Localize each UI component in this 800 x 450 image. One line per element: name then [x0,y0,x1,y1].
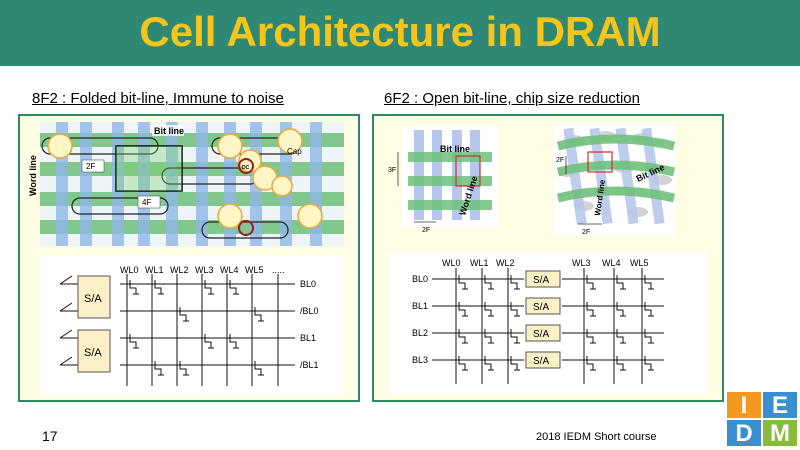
bitline-labels-8f2: BL0 /BL0 BL1 /BL1 [300,279,319,370]
dc-contacts-8f2 [238,158,254,236]
page-number: 17 [42,428,58,444]
logo-letter-d: D [727,420,761,447]
unit-cell-fill-8f2 [116,146,182,191]
wl-label: WL2 [496,258,515,268]
wl-label: WL1 [470,258,489,268]
bl-label: BL1 [412,301,428,311]
panel-8f2: Bit line Word line 2F 4F DC Cap [18,114,360,402]
unit-cell-box-8f2 [115,145,183,192]
cap-label: Cap [287,147,302,156]
slide-title: Cell Architecture in DRAM [139,8,661,55]
wl-label: WL5 [245,265,264,275]
dim-2f-label: 2F [86,162,95,171]
bl-label: BL0 [300,279,316,289]
dim-2f-label-c: 2F [582,229,590,236]
panel-8f2-figure: Bit line Word line 2F 4F DC Cap [28,122,344,396]
bit-line-label: Bit line [154,126,184,136]
bit-line-label-a: Bit line [440,144,470,154]
logo-letter-i: I [727,392,761,419]
layout-6f2-a: Bit line Word line 3F 2F [388,130,492,234]
dim-2f-label-b: 2F [556,157,564,164]
bl-label: /BL1 [300,360,319,370]
logo-letter-e: E [763,392,797,419]
sa-label: S/A [533,302,549,313]
left-heading: 8F2 : Folded bit-line, Immune to noise [32,90,284,107]
dim-4f-label: 4F [142,198,151,207]
right-heading: 6F2 : Open bit-line, chip size reduction [384,90,640,107]
circuit-8f2-lines [59,274,295,386]
wl-label: WL5 [630,258,649,268]
wl-label: WL0 [442,258,461,268]
bl-label: BL3 [412,355,428,365]
cell-transistors-8f2 [129,280,264,376]
bl-label: /BL0 [300,306,319,316]
bitline-labels-6f2: BL0 BL1 BL2 BL3 [412,274,428,365]
bl-label: BL2 [412,328,428,338]
dc-label: DC [242,165,250,171]
wl-label: ..... [272,265,285,275]
sa-label: S/A [533,275,549,286]
circuit-6f2-lines [432,268,664,384]
title-bar [0,0,800,66]
wl-label: WL1 [145,265,164,275]
wl-label: WL2 [170,265,189,275]
sa-label: S/A [533,329,549,340]
wl-label: WL3 [195,265,214,275]
sense-amps-8f2: S/A S/A [77,275,111,373]
wordline-labels-6f2: WL0 WL1 WL2 WL3 WL4 WL5 [442,258,649,268]
wordline-labels-8f2: WL0 WL1 WL2 WL3 WL4 WL5 ..... [120,265,285,275]
bl-label: BL1 [300,333,316,343]
wl-label: WL4 [220,265,239,275]
wl-label: WL3 [572,258,591,268]
logo-letter-m: M [763,420,797,447]
dim-2f-label-a: 2F [422,227,430,234]
wl-label: WL0 [120,265,139,275]
sa-label-2: S/A [84,347,102,359]
iedm-logo: I E D M [727,392,799,448]
panel-6f2-figure: Bit line Word line 3F 2F Bit l [388,124,708,394]
sa-label: S/A [533,356,549,367]
layout-6f2-b: Bit line Word line 2F 2F [556,127,676,236]
layout-labels-8f2: Bit line Word line 2F 4F DC Cap [28,125,302,209]
bl-label: BL0 [412,274,428,284]
wl-label: WL4 [602,258,621,268]
sa-label-1: S/A [84,293,102,305]
word-line-label: Word line [28,155,38,196]
source-caption: 2018 IEDM Short course [536,431,657,443]
panel-6f2: Bit line Word line 3F 2F Bit l [372,114,724,402]
dim-3f-label: 3F [388,167,396,174]
cell-transistors-6f2 [458,275,654,371]
capacitors-8f2 [47,128,323,229]
sense-amps-6f2: S/A S/A S/A S/A [525,270,561,369]
